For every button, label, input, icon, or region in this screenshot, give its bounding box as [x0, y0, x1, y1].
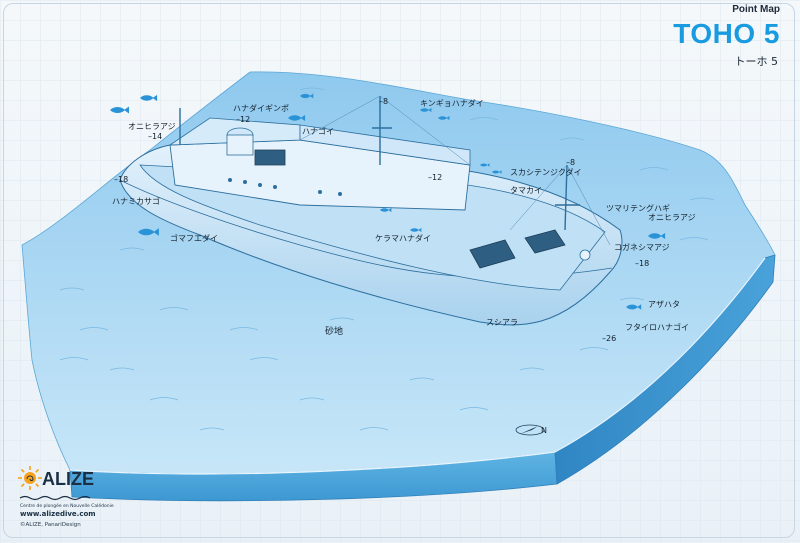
label-koganeshimaaji: コガネシマアジ — [614, 242, 670, 252]
point-map-label: Point Map — [732, 4, 780, 15]
logo-wordmark: ALIZE — [42, 469, 94, 489]
logo-tagline: Centre de plongée en Nouvelle Calédonie — [20, 502, 114, 509]
wave-icon — [19, 495, 91, 501]
depth-12-mid: –12 — [428, 173, 442, 182]
label-hanagoi: ハナゴイ — [302, 126, 334, 136]
label-goma-fuedai: ゴマフエダイ — [170, 233, 218, 243]
label-hanamikasago: ハナミカサゴ — [112, 196, 160, 206]
depth-26: –26 — [602, 334, 616, 343]
depth-18-bow: –18 — [635, 259, 649, 268]
site-subtitle: トーホ 5 — [734, 55, 779, 68]
copyright: ©ALIZE, PanariDesign — [20, 521, 81, 528]
sun-icon — [18, 466, 42, 490]
shipwreck-toho5 — [119, 95, 623, 326]
site-title: TOHO 5 — [673, 18, 780, 49]
depth-8-bow: –8 — [566, 158, 575, 167]
alize-logo: ALIZE Centre de plongée en Nouvelle Calé… — [18, 466, 114, 528]
sand-ripples — [59, 87, 715, 431]
label-tamakai: タマカイ — [510, 186, 542, 195]
depth-8-mast: –8 — [379, 97, 388, 106]
depth-14: –14 — [148, 132, 162, 141]
compass: N — [515, 424, 547, 436]
logo-url: www.alizedive.com — [20, 510, 96, 518]
label-keramahanadai: ケラマハナダイ — [375, 233, 431, 243]
label-sand: 砂地 — [325, 325, 343, 337]
label-shiara: スシアラ — [486, 318, 518, 327]
ship-masts — [179, 96, 580, 231]
label-azahata: アザハタ — [648, 300, 680, 309]
depth-12-top: –12 — [236, 115, 250, 124]
label-sukashitenjikudai: スカシテンジクダイ — [510, 167, 582, 177]
map-frame — [3, 3, 795, 538]
label-tsumaritengohagi: ツマリテングハギ — [606, 203, 670, 213]
ship-hatch-2 — [524, 229, 566, 254]
label-onihiraaji-2: オニヒラアジ — [648, 213, 696, 222]
label-hanadaiginpo: ハナダイギンポ — [233, 103, 289, 113]
label-onihiraaji-1: オニヒラアジ — [128, 122, 176, 131]
compass-north-label: N — [541, 426, 547, 435]
label-futairohanagoi: フタイロハナゴイ — [625, 322, 689, 332]
ship-hatch-1 — [469, 239, 516, 269]
label-kingyohanadai: キンギョハナダイ — [420, 98, 484, 108]
depth-18-stern: –18 — [114, 175, 128, 184]
